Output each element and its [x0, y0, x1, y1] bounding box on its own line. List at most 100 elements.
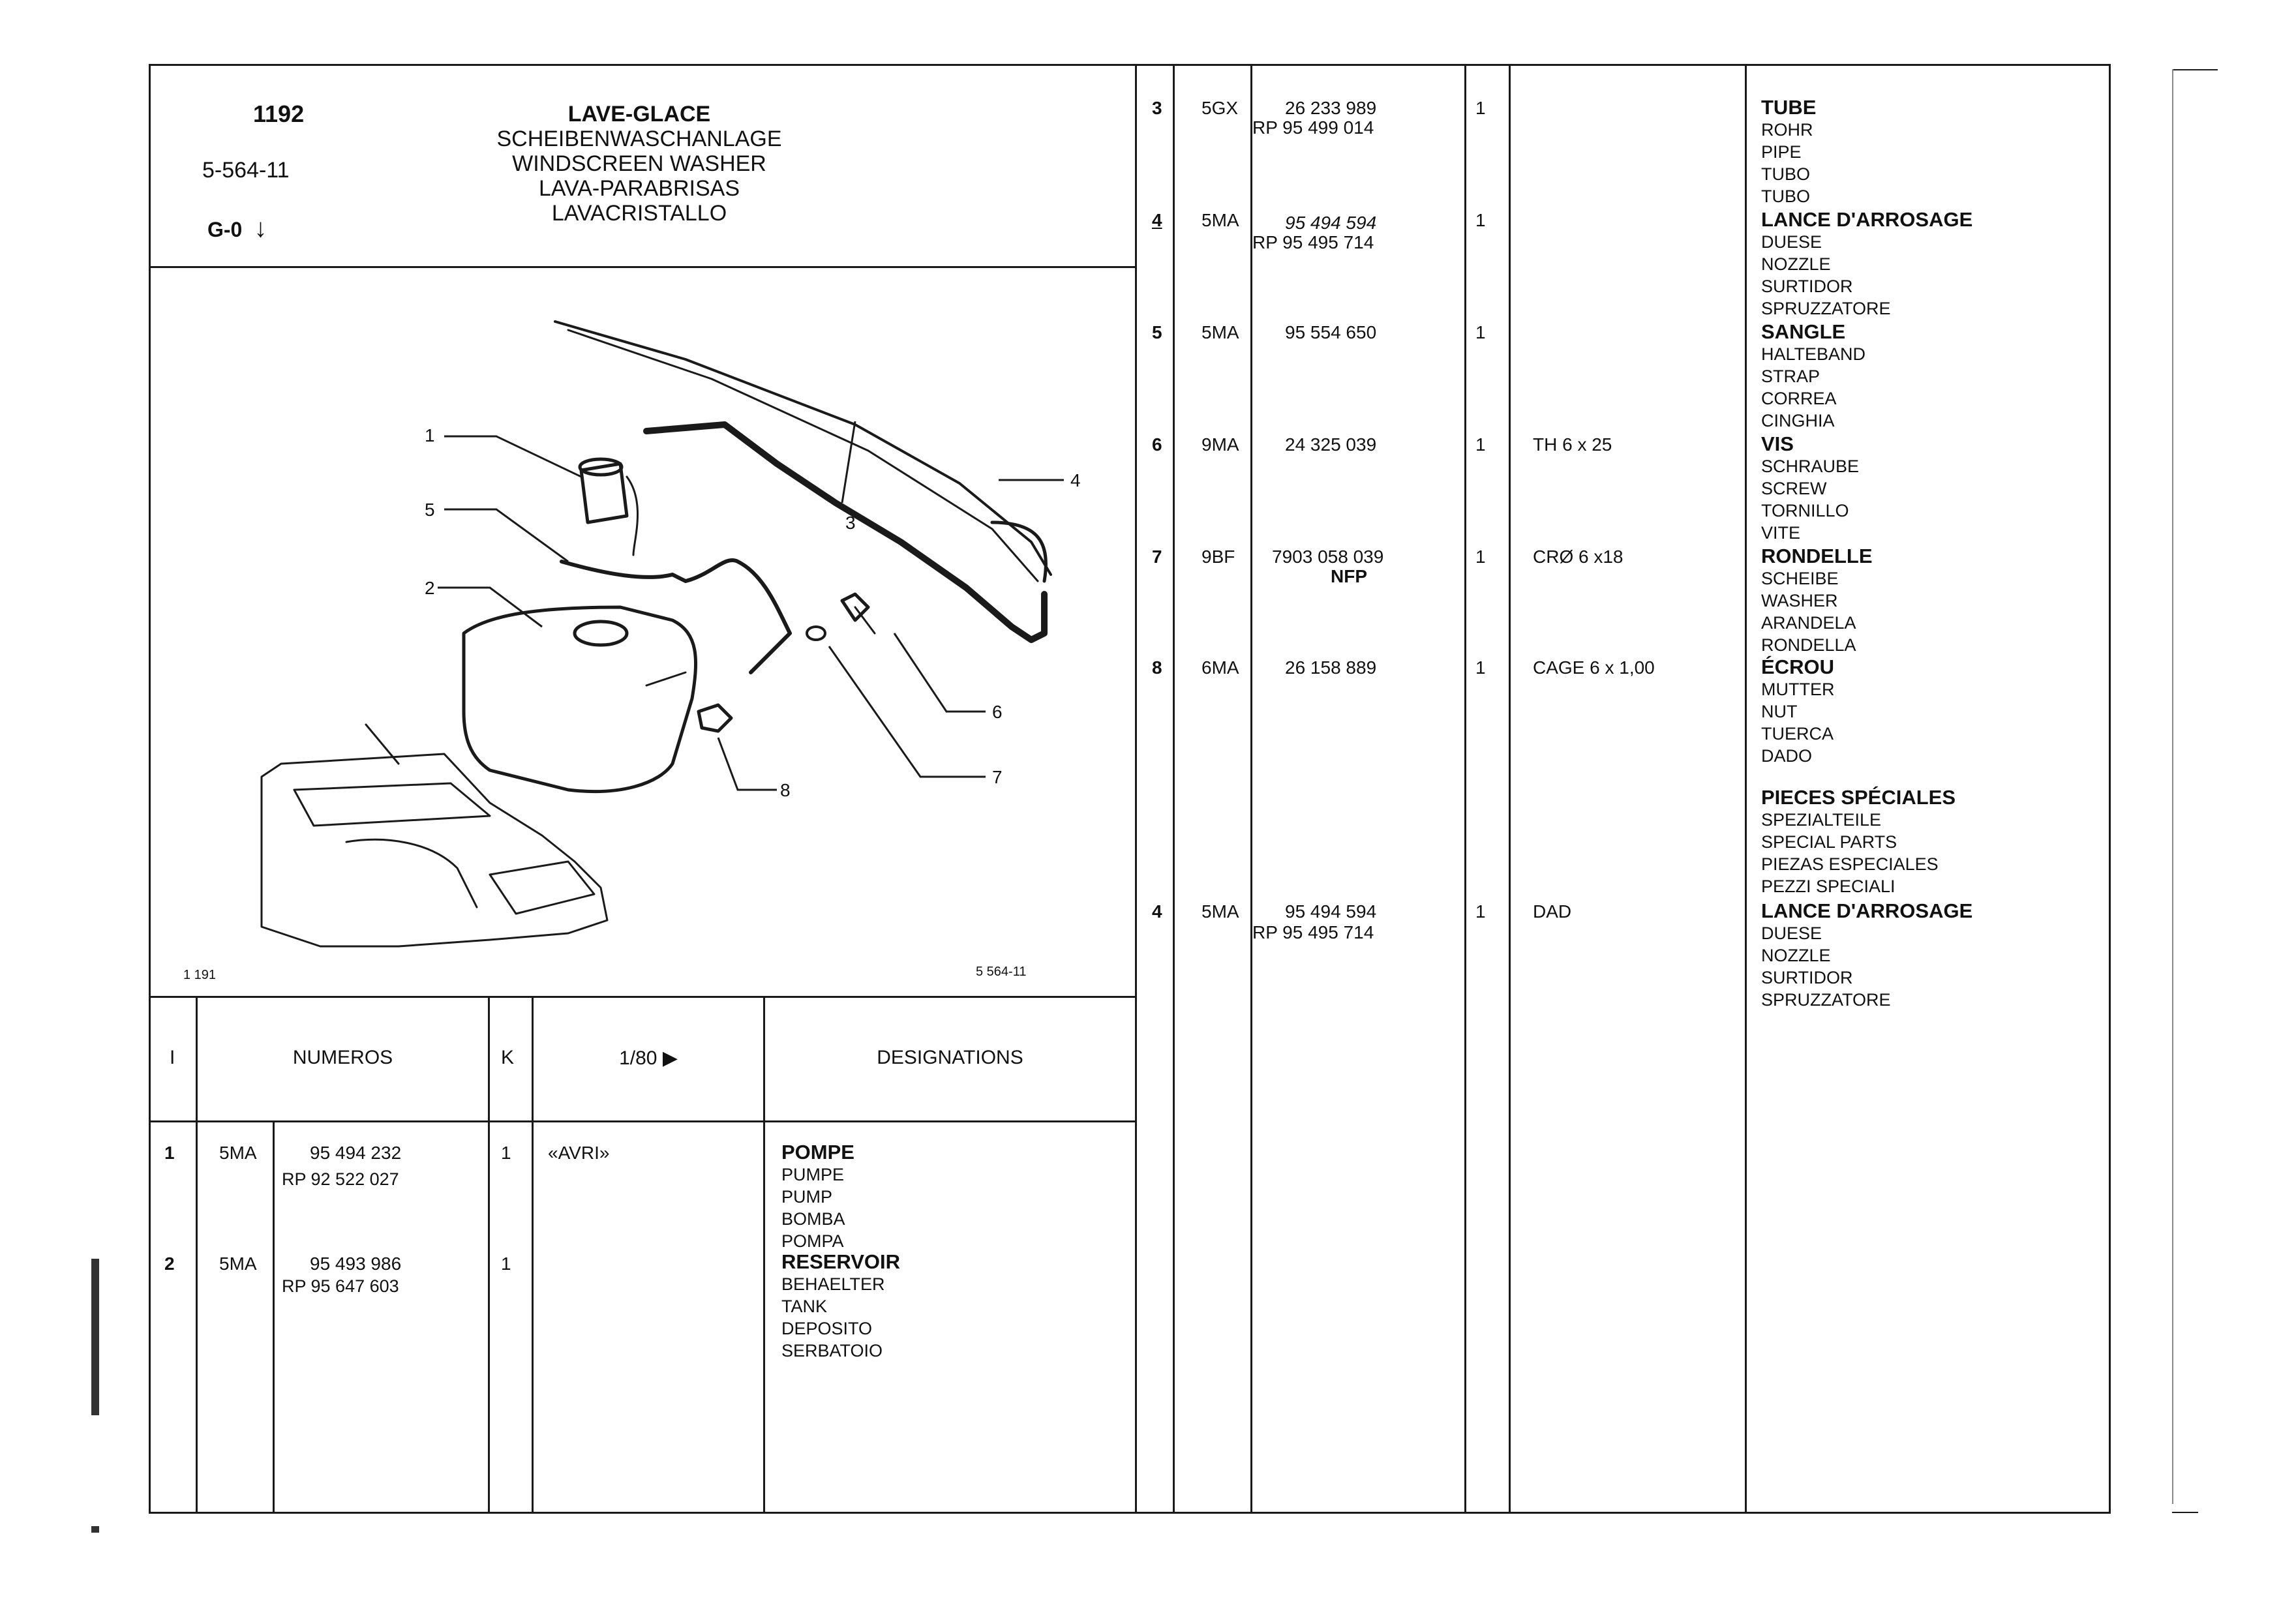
row-qty: 1: [1475, 322, 1486, 342]
des-fr: TUBE: [1761, 96, 1817, 119]
image-code-left: 1 191: [183, 968, 216, 982]
row-code: 5MA: [1201, 322, 1239, 342]
col-date: 1/80 ▶: [619, 1047, 678, 1069]
des-es: TUBO: [1761, 164, 1811, 184]
des-en: SCREW: [1761, 479, 1827, 498]
des-en: PUMP: [781, 1187, 833, 1207]
des-it: POMPA: [781, 1231, 844, 1251]
row-index: 7: [1152, 547, 1162, 567]
callout-7: 7: [992, 767, 1003, 787]
image-code-right: 5 564-11: [976, 965, 1026, 979]
callout-5: 5: [425, 500, 435, 520]
row-qty: 1: [501, 1143, 511, 1163]
col-numbers: NUMEROS: [292, 1047, 393, 1068]
row-designation: LANCE D'ARROSAGE DUESE NOZZLE SURTIDOR S…: [1761, 209, 1972, 320]
row-code: 5MA: [219, 1143, 257, 1163]
title-es: LAVA-PARABRISAS: [539, 176, 740, 201]
row-note: TH 6 x 25: [1533, 434, 1612, 455]
des-en: WASHER: [1761, 591, 1838, 610]
des-fr: PIECES SPÉCIALES: [1761, 786, 1956, 809]
row-rp: NFP: [1331, 566, 1367, 586]
des-de: SCHRAUBE: [1761, 457, 1860, 476]
title-en: WINDSCREEN WASHER: [512, 151, 766, 176]
callout-2: 2: [425, 578, 435, 598]
des-es: TORNILLO: [1761, 501, 1849, 520]
row-qty: 1: [1475, 434, 1486, 455]
des-it: DADO: [1761, 746, 1813, 766]
des-es: SURTIDOR: [1761, 968, 1853, 987]
row-designation: SANGLE HALTEBAND STRAP CORREA CINGHIA: [1761, 321, 1865, 432]
arrow-down-icon: ↓: [254, 214, 267, 243]
row-qty: 1: [501, 1254, 511, 1274]
des-en: TANK: [781, 1297, 828, 1316]
group-code: G-0↓: [207, 214, 267, 243]
page-number: 1192: [253, 100, 305, 127]
des-fr: RESERVOIR: [781, 1250, 901, 1273]
des-it: CINGHIA: [1761, 411, 1835, 430]
exploded-diagram: 1 2 3 4 5 6 7 8 1 191 5 564-11: [183, 320, 1081, 982]
des-es: ARANDELA: [1761, 613, 1856, 633]
row-code: 5MA: [1201, 901, 1239, 922]
col-index: I: [170, 1047, 175, 1068]
des-en: SPECIAL PARTS: [1761, 832, 1897, 852]
row-rp: RP 95 495 714: [1252, 922, 1374, 942]
title-it: LAVACRISTALLO: [551, 201, 727, 226]
row-note: CRØ 6 x18: [1533, 547, 1624, 567]
callout-3: 3: [845, 513, 856, 533]
row-code: 9MA: [1201, 434, 1239, 455]
special-parts-heading: PIECES SPÉCIALES SPEZIALTEILE SPECIAL PA…: [1761, 787, 1956, 897]
des-fr: RONDELLE: [1761, 545, 1873, 567]
des-en: PIPE: [1761, 142, 1802, 162]
row-number: 7903 058 039: [1272, 547, 1384, 567]
row-number: 95 494 594: [1285, 213, 1377, 233]
des-it: SPRUZZATORE: [1761, 990, 1891, 1010]
des-de: MUTTER: [1761, 680, 1835, 699]
row-note: DAD: [1533, 901, 1572, 922]
des-de: DUESE: [1761, 232, 1822, 252]
des-it: TUBO: [1761, 187, 1811, 206]
row-index: 5: [1152, 322, 1162, 342]
row-index: 3: [1152, 98, 1162, 118]
row-qty: 1: [1475, 210, 1486, 230]
ref-code: 5-564-11: [202, 158, 290, 183]
callout-8: 8: [780, 780, 791, 800]
des-fr: POMPE: [781, 1141, 854, 1164]
des-fr: SANGLE: [1761, 320, 1846, 343]
row-designation: TUBE ROHR PIPE TUBO TUBO: [1761, 97, 1816, 207]
des-de: PUMPE: [781, 1165, 845, 1184]
row-code: 5MA: [1201, 210, 1239, 230]
row-qty: 1: [1475, 901, 1486, 922]
row-rp: RP 95 495 714: [1252, 232, 1374, 252]
des-es: DEPOSITO: [781, 1319, 873, 1338]
des-en: NOZZLE: [1761, 946, 1831, 965]
row-number: 95 554 650: [1285, 322, 1377, 342]
des-es: SURTIDOR: [1761, 277, 1853, 296]
row-code: 6MA: [1201, 657, 1239, 678]
title-de: SCHEIBENWASCHANLAGE: [496, 127, 782, 151]
callout-1: 1: [425, 425, 435, 445]
des-de: SPEZIALTEILE: [1761, 810, 1882, 830]
row-code: 5MA: [219, 1254, 257, 1274]
row-designation: RONDELLE SCHEIBE WASHER ARANDELA RONDELL…: [1761, 545, 1873, 656]
des-fr: VIS: [1761, 432, 1794, 455]
row-number: 26 158 889: [1285, 657, 1377, 678]
row-designation: POMPE PUMPE PUMP BOMBA POMPA: [781, 1141, 854, 1252]
des-en: NOZZLE: [1761, 254, 1831, 274]
row-index: 6: [1152, 434, 1162, 455]
row-number: 26 233 989: [1285, 98, 1377, 118]
row-index: 2: [164, 1254, 175, 1274]
callout-6: 6: [992, 702, 1003, 722]
row-index: 4: [1152, 210, 1162, 230]
des-de: HALTEBAND: [1761, 344, 1866, 364]
col-qty: K: [501, 1047, 515, 1068]
row-rp: RP 95 647 603: [282, 1276, 399, 1296]
row-designation: RESERVOIR BEHAELTER TANK DEPOSITO SERBAT…: [781, 1251, 900, 1362]
row-index: 4: [1152, 901, 1162, 922]
des-fr: LANCE D'ARROSAGE: [1761, 899, 1973, 922]
row-note: CAGE 6 x 1,00: [1533, 657, 1655, 678]
des-es: BOMBA: [781, 1209, 845, 1229]
des-it: RONDELLA: [1761, 635, 1856, 655]
row-rp: RP 95 499 014: [1252, 117, 1374, 138]
des-es: TUERCA: [1761, 724, 1834, 743]
callout-4: 4: [1070, 470, 1081, 490]
